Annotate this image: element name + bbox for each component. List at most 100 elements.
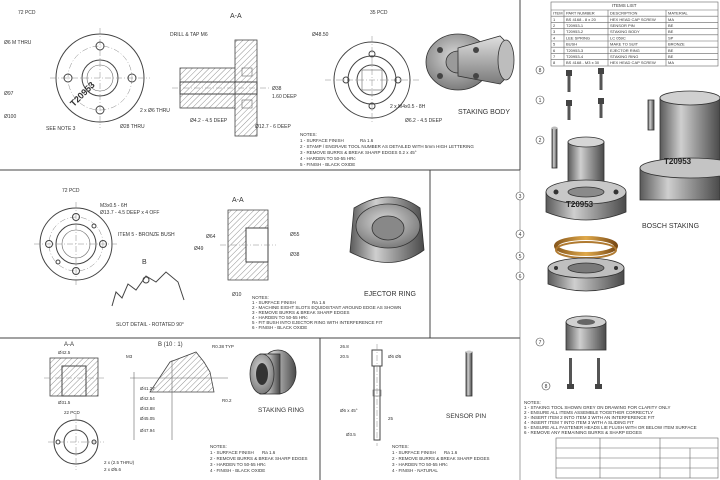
staking-body-notes: NOTES: 1 - SURFACE FINISH Ra 1.6 2 - STA… bbox=[300, 132, 474, 167]
table-cell: T20953-3 bbox=[566, 48, 584, 53]
staking-body-dim: Ø6.2 - 4.5 DEEP bbox=[405, 118, 443, 124]
svg-text:5 - ENSURE ALL FASTENER HEADS: 5 - ENSURE ALL FASTENER HEADS LIE FLUSH … bbox=[524, 425, 697, 430]
ejector-ring-slot-detail bbox=[111, 271, 185, 307]
table-cell: MAKE TO SUIT bbox=[610, 42, 639, 47]
svg-text:1 - SURFACE FINISH: 1 - SURFACE FINISH bbox=[252, 300, 296, 305]
items-list-title: ITEMS LIST bbox=[612, 3, 637, 8]
staking-body-dim: DRILL & TAP M6 bbox=[170, 32, 208, 38]
staking-body-section-label: A-A bbox=[230, 13, 242, 20]
table-cell: EJECTOR RING bbox=[610, 48, 640, 53]
table-cell: 8 bbox=[553, 60, 556, 65]
table-cell: 3 bbox=[553, 29, 556, 34]
ejector-ring-3d-render bbox=[349, 196, 425, 263]
item-balloon-label: 4 bbox=[519, 232, 522, 238]
assembly-marking: T20953 bbox=[566, 200, 594, 209]
sensor-pin-dim: Ø6 x 45° bbox=[340, 408, 358, 413]
staking-body-dim: Ø4.2 - 4.5 DEEP bbox=[190, 118, 228, 124]
sensor-pin-dim: 26.8 bbox=[340, 344, 349, 349]
assembly-marking-2: T20953 bbox=[664, 157, 692, 166]
svg-text:3 - REMOVE BURRS & BREAK SHARP: 3 - REMOVE BURRS & BREAK SHARP EDGES 0.2… bbox=[300, 150, 417, 155]
staking-body-dim: 35 PCD bbox=[370, 10, 388, 16]
staking-ring-section-view bbox=[44, 357, 104, 397]
sensor-pin-dim: 20.5 bbox=[340, 354, 349, 359]
item-balloon bbox=[535, 337, 545, 347]
item-balloon-label: 7 bbox=[539, 340, 542, 346]
sensor-pin-dim: Ø3.5 bbox=[346, 432, 356, 437]
finish-symbol: Ra 1.6 bbox=[360, 138, 374, 143]
staking-ring-dim: Ø42.54 bbox=[140, 396, 155, 401]
ejector-ring-front-view bbox=[34, 202, 118, 286]
svg-text:2 - STAMP / ENGRAVE TOOL NUMBE: 2 - STAMP / ENGRAVE TOOL NUMBER AS DETAI… bbox=[300, 144, 474, 149]
table-cell: BE bbox=[668, 54, 674, 59]
assembly-title: BOSCH STAKING bbox=[642, 223, 699, 230]
staking-body-section-view bbox=[172, 39, 270, 137]
staking-body-dim: Ø48.50 bbox=[312, 32, 329, 38]
ejector-ring-dim: 72 PCD bbox=[62, 188, 80, 194]
staking-ring-dim: Ø41.27 bbox=[140, 386, 155, 391]
table-cell: 5 bbox=[553, 42, 556, 47]
table-cell: MA bbox=[668, 60, 674, 65]
item-balloon bbox=[535, 65, 545, 75]
table-cell: BE bbox=[668, 29, 674, 34]
sheet-borders bbox=[0, 0, 521, 480]
table-cell: STAKING BODY bbox=[610, 29, 640, 34]
svg-text:1 - SURFACE FINISH: 1 - SURFACE FINISH bbox=[300, 138, 344, 143]
svg-text:NOTES:: NOTES: bbox=[210, 444, 227, 449]
staking-ring-detail-b bbox=[130, 351, 228, 440]
finish-symbol: Ra 1.6 bbox=[312, 300, 326, 305]
ejector-ring-section-label: A-A bbox=[232, 197, 244, 204]
assembly-screws-top bbox=[566, 68, 604, 120]
staking-ring-end-view bbox=[48, 414, 104, 470]
staking-body-dim: 1.60 DEEP bbox=[272, 94, 297, 100]
item-balloon-label: 6 bbox=[519, 274, 522, 280]
sensor-pin-side-view bbox=[371, 344, 383, 446]
staking-body-dim: 2 x Ø6 THRU bbox=[140, 108, 170, 114]
item-balloon bbox=[535, 95, 545, 105]
svg-text:NOTES:: NOTES: bbox=[392, 444, 409, 449]
assembly-staking-ring bbox=[565, 315, 607, 351]
table-cell: 4 bbox=[553, 35, 556, 40]
item-balloon bbox=[515, 251, 525, 261]
staking-body-dim: Ø97 bbox=[4, 91, 14, 97]
item-balloon bbox=[541, 381, 551, 391]
svg-text:3 - HARDEN TO 50-55 HRc: 3 - HARDEN TO 50-55 HRc bbox=[392, 462, 448, 467]
staking-body-dim: SEE NOTE 3 bbox=[46, 126, 76, 132]
item-balloon bbox=[515, 191, 525, 201]
ejector-ring-dim: ITEM 5 - BRONZE BUSH bbox=[118, 232, 175, 238]
table-cell: 1 bbox=[553, 17, 556, 22]
item-balloon-label: 3 bbox=[519, 194, 522, 200]
assembly-sensor-pin bbox=[551, 126, 558, 169]
staking-ring-dim: 22 PCD bbox=[64, 410, 81, 415]
svg-text:3 - HARDEN TO 50-55 HRc: 3 - HARDEN TO 50-55 HRc bbox=[210, 462, 266, 467]
staking-ring-title: STAKING RING bbox=[258, 407, 304, 414]
table-cell: MA bbox=[668, 17, 674, 22]
assembly-notes: NOTES: 1 - STAKING TOOL SHOWN GREY ON DR… bbox=[524, 400, 697, 435]
staking-body-3d-render bbox=[425, 33, 515, 91]
staking-ring-dim: 2 x (2.5 THRU) bbox=[104, 460, 135, 465]
staking-body-dim: Ø28 THRU bbox=[120, 124, 145, 130]
sensor-pin-notes: NOTES: 1 - SURFACE FINISH Ra 1.6 2 - REM… bbox=[392, 444, 489, 473]
svg-text:6 - REMOVE ANY REMAINING BURRS: 6 - REMOVE ANY REMAINING BURRS & SHARP E… bbox=[524, 430, 642, 435]
sensor-pin-title: SENSOR PIN bbox=[446, 413, 486, 420]
table-cell: BE bbox=[668, 23, 674, 28]
ejector-ring-dim: Ø49 bbox=[194, 246, 204, 252]
svg-text:2 - MACHINE EIGHT SLOTS EQUIDI: 2 - MACHINE EIGHT SLOTS EQUIDISTANT AROU… bbox=[252, 305, 401, 310]
ejector-ring-title: EJECTOR RING bbox=[364, 291, 416, 298]
staking-body-dim: Ø6 M THRU bbox=[4, 40, 32, 46]
staking-body-dim: Ø12.7 - 6 DEEP bbox=[255, 124, 292, 130]
staking-ring-dim: R0.2 bbox=[222, 398, 232, 403]
svg-text:4 - FINISH - BLACK OXIDE: 4 - FINISH - BLACK OXIDE bbox=[210, 468, 265, 473]
finish-symbol: Ra 1.6 bbox=[444, 450, 458, 455]
table-cell: 7 bbox=[553, 54, 556, 59]
sensor-pin-dim: 25 bbox=[388, 416, 394, 421]
svg-text:4 - HARDEN TO 50-55 HRc: 4 - HARDEN TO 50-55 HRc bbox=[300, 156, 356, 161]
table-cell: LC 059C bbox=[610, 35, 626, 40]
table-cell: BRONZE bbox=[668, 42, 685, 47]
staking-body-dim: 72 PCD bbox=[18, 10, 36, 16]
sensor-pin-dim: Ø6 Ø5 bbox=[388, 354, 402, 359]
svg-text:4 - HARDEN TO 50-55 HRc: 4 - HARDEN TO 50-55 HRc bbox=[252, 315, 308, 320]
svg-text:NOTES:: NOTES: bbox=[252, 295, 269, 300]
sensor-pin-drawing: 26.8 20.5 Ø6 Ø5 Ø6 x 45° Ø3.5 25 SENSOR … bbox=[340, 344, 489, 473]
svg-text:1 - STAKING TOOL SHOWN GREY ON: 1 - STAKING TOOL SHOWN GREY ON DRAWING F… bbox=[524, 405, 670, 410]
